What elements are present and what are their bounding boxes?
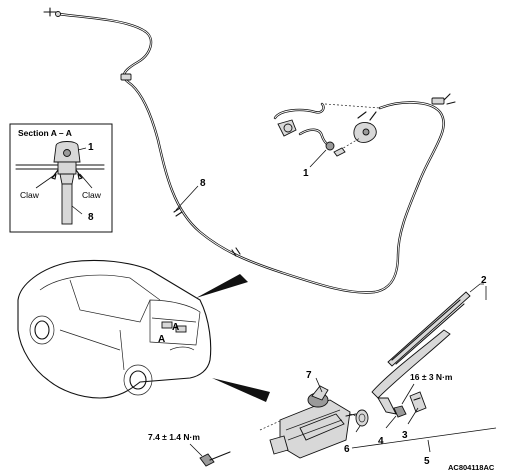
vehicle-outline: A A	[17, 259, 212, 399]
callout-4: 4	[378, 436, 384, 447]
section-callout-8: 8	[88, 212, 94, 223]
claw-right-label: Claw	[82, 190, 102, 200]
callout-5: 5	[424, 456, 430, 467]
arm-nut	[393, 405, 407, 418]
arm-cap-and-nut: 3 4 16 ± 3 N·m 5	[351, 372, 497, 467]
section-callout-1: 1	[88, 142, 94, 153]
grommet: 6	[344, 409, 369, 455]
section-title: Section A – A	[18, 128, 72, 138]
callout-7: 7	[306, 370, 312, 381]
motor-bolt: 7.4 ± 1.4 N·m	[148, 432, 231, 467]
wiper-blade-arm: 2	[371, 275, 487, 415]
arm-cap	[409, 391, 427, 413]
claw-left-label: Claw	[20, 190, 40, 200]
washer-hose	[43, 7, 456, 294]
pointer-wedge-upper	[196, 274, 248, 298]
section-a-a-inset: Section A – A 1 Claw Claw 8	[9, 123, 113, 233]
callout-1: 1	[303, 168, 309, 179]
wiper-motor: 7	[259, 370, 357, 459]
torque-arm-nut: 16 ± 3 N·m	[410, 372, 453, 382]
figure-code: AC804118AC	[448, 463, 495, 472]
callout-2: 2	[481, 275, 487, 286]
callout-6: 6	[344, 444, 350, 455]
car-marker-a-right: A	[172, 322, 179, 333]
pointer-wedge-lower	[212, 378, 270, 402]
washer-nozzle	[325, 141, 335, 151]
torque-motor-bolt: 7.4 ± 1.4 N·m	[148, 432, 200, 442]
callout-8: 8	[200, 178, 206, 189]
callout-3: 3	[402, 430, 408, 441]
car-marker-a-left: A	[158, 334, 165, 345]
washer-nozzle-group: 1	[273, 102, 381, 179]
